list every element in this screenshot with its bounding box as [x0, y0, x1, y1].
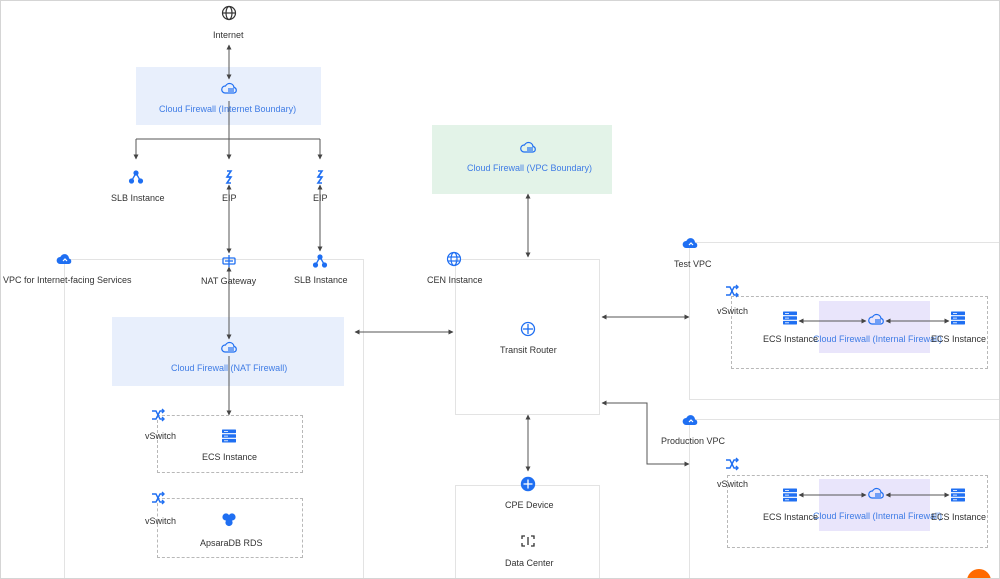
eip-1-label: EIP: [222, 193, 237, 203]
vswitch-icon: [724, 456, 740, 472]
firewall-internal-prod-box: [819, 479, 930, 531]
prod-vpc-title: Production VPC: [661, 436, 726, 446]
cloud-firewall-icon: [868, 312, 884, 328]
prod-vswitch-label: vSwitch: [717, 479, 749, 489]
vswitch-2-label: vSwitch: [145, 516, 177, 526]
vswitch-icon: [724, 283, 740, 299]
ecs-icon: [950, 310, 966, 326]
nat-gateway-icon: [221, 253, 237, 269]
firewall-nat-label: Cloud Firewall (NAT Firewall): [171, 363, 288, 373]
internet-vpc-title: VPC for Internet-facing Services: [3, 275, 132, 285]
cpe-device-label: CPE Device: [505, 500, 554, 510]
test-vswitch-box: [731, 296, 988, 369]
cloud-firewall-icon: [520, 140, 536, 156]
cloud-firewall-icon: [868, 486, 884, 502]
data-center-icon: [520, 533, 536, 549]
cloud-firewall-icon: [221, 340, 237, 356]
cloud-firewall-icon: [221, 81, 237, 97]
test-ecs-right-label: ECS Instance: [931, 334, 987, 344]
slb-icon: [128, 169, 144, 185]
prod-ecs-left-label: ECS Instance: [763, 512, 819, 522]
internet-vpc-box: [64, 259, 364, 578]
vpc-cloud-icon: [682, 235, 698, 251]
cen-instance-label: CEN Instance: [427, 275, 483, 285]
test-vpc-title: Test VPC: [674, 259, 712, 269]
data-center-label: Data Center: [505, 558, 554, 568]
firewall-internet-boundary-label: Cloud Firewall (Internet Boundary): [159, 104, 297, 114]
vswitch-1-box: [157, 415, 303, 473]
vswitch-2-box: [157, 498, 303, 558]
internet-label: Internet: [213, 30, 244, 40]
floating-action-button[interactable]: [967, 569, 991, 578]
rds-icon: [221, 512, 237, 528]
transit-router-label: Transit Router: [500, 345, 557, 355]
firewall-vpc-boundary-box: [432, 125, 612, 194]
slb-vpc-label: SLB Instance: [294, 275, 348, 285]
vpc-cloud-icon: [56, 251, 72, 267]
ecs-icon: [782, 487, 798, 503]
vswitch-icon: [150, 490, 166, 506]
nat-gateway-label: NAT Gateway: [201, 276, 257, 286]
rds-label: ApsaraDB RDS: [200, 538, 263, 548]
vswitch-icon: [150, 407, 166, 423]
datacenter-box: [455, 485, 600, 578]
ecs-instance-label: ECS Instance: [202, 452, 258, 462]
ecs-icon: [782, 310, 798, 326]
firewall-internal-test-box: [819, 301, 930, 353]
globe-icon: [221, 5, 237, 21]
prod-ecs-right-label: ECS Instance: [931, 512, 987, 522]
ecs-icon: [221, 428, 237, 444]
ecs-icon: [950, 487, 966, 503]
eip-icon: [312, 169, 328, 185]
test-vswitch-label: vSwitch: [717, 306, 749, 316]
prod-vswitch-box: [727, 475, 988, 548]
transit-router-icon: [520, 321, 536, 337]
cpe-device-icon: [520, 476, 536, 492]
firewall-vpc-boundary-label: Cloud Firewall (VPC Boundary): [467, 163, 593, 173]
cen-icon: [446, 251, 462, 267]
firewall-internal-prod-label: Cloud Firewall (Internal Firewall): [813, 511, 943, 521]
test-ecs-left-label: ECS Instance: [763, 334, 819, 344]
slb-icon: [312, 253, 328, 269]
vswitch-1-label: vSwitch: [145, 431, 177, 441]
firewall-internal-test-label: Cloud Firewall (Internal Firewall): [813, 334, 943, 344]
eip-2-label: EIP: [313, 193, 328, 203]
slb-left-label: SLB Instance: [111, 193, 165, 203]
vpc-cloud-icon: [682, 412, 698, 428]
cen-box: [455, 259, 600, 415]
eip-icon: [221, 169, 237, 185]
